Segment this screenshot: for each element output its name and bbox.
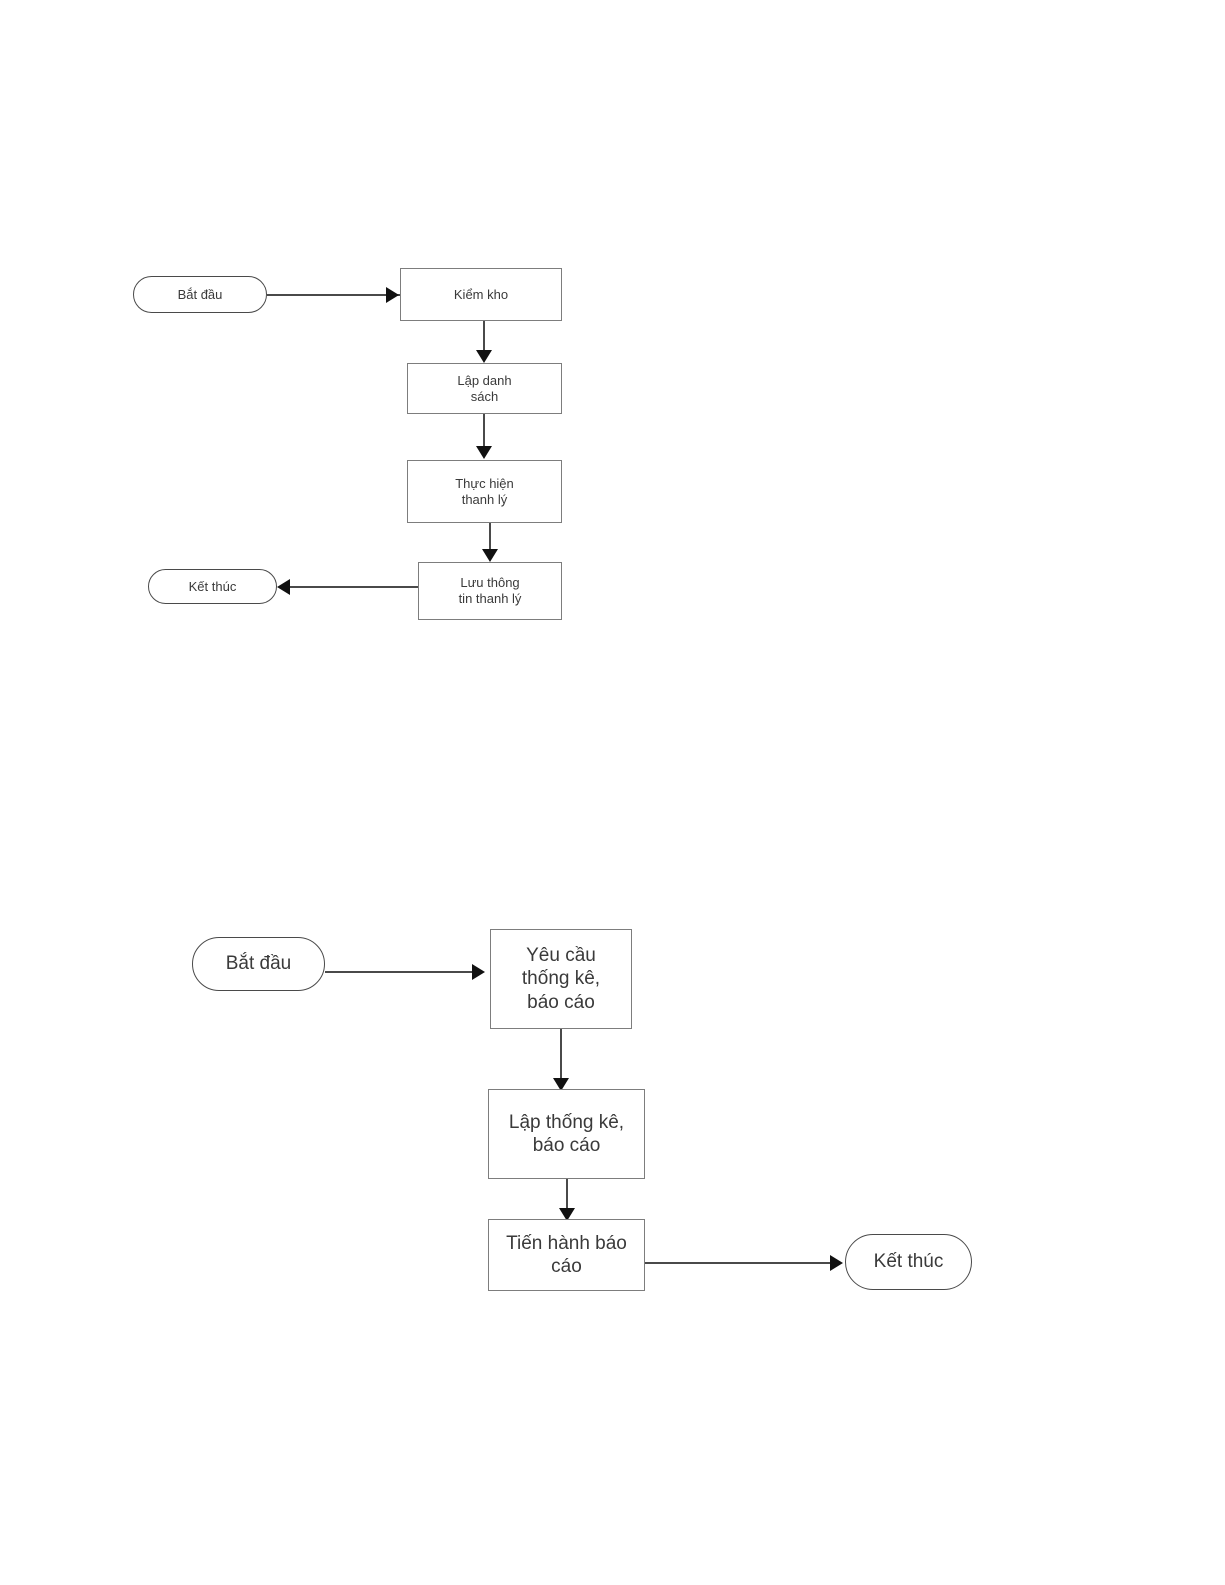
fc2-edge-start-to-yeu-cau (325, 971, 475, 973)
fc1-end-terminal[interactable]: Kết thúc (148, 569, 277, 604)
fc1-arrowhead-down-icon (476, 350, 492, 363)
fc1-edge-luu-thong-tin-to-end (280, 586, 418, 588)
fc2-edge-yeu-cau-to-lap-thong-ke (560, 1029, 562, 1091)
fc2-edge-tien-hanh-to-end (645, 1262, 832, 1264)
fc2-arrowhead-down-icon (553, 1078, 569, 1091)
fc1-process-kiem-kho[interactable]: Kiểm kho (400, 268, 562, 321)
fc2-edge-lap-thong-ke-to-tien-hanh (566, 1179, 568, 1221)
fc1-edge-thuc-hien-to-luu-thong-tin (489, 523, 491, 559)
fc1-arrowhead-down-icon (476, 446, 492, 459)
fc1-start-terminal[interactable]: Bắt đầu (133, 276, 267, 313)
fc1-process-thuc-hien-thanh-ly[interactable]: Thực hiện thanh lý (407, 460, 562, 523)
fc2-arrowhead-right-icon (472, 964, 485, 980)
fc1-edge-kiem-kho-to-lap-danh-sach (483, 321, 485, 359)
fc1-process-luu-thong-tin-thanh-ly[interactable]: Lưu thông tin thanh lý (418, 562, 562, 620)
fc1-arrowhead-right-icon (386, 287, 399, 303)
fc2-process-tien-hanh-bao-cao[interactable]: Tiến hành báo cáo (488, 1219, 645, 1291)
fc1-arrowhead-down-icon (482, 549, 498, 562)
fc2-arrowhead-right-icon (830, 1255, 843, 1271)
fc1-arrowhead-left-icon (277, 579, 290, 595)
fc2-process-lap-thong-ke-bao-cao[interactable]: Lập thống kê, báo cáo (488, 1089, 645, 1179)
fc1-process-lap-danh-sach[interactable]: Lập danh sách (407, 363, 562, 414)
fc1-edge-start-to-kiem-kho (267, 294, 402, 296)
fc1-edge-lap-danh-sach-to-thuc-hien (483, 414, 485, 454)
fc2-start-terminal[interactable]: Bắt đầu (192, 937, 325, 991)
fc2-end-terminal[interactable]: Kết thúc (845, 1234, 972, 1290)
fc2-arrowhead-down-icon (559, 1208, 575, 1221)
fc2-process-yeu-cau-thong-ke-bao-cao[interactable]: Yêu cầu thống kê, báo cáo (490, 929, 632, 1029)
